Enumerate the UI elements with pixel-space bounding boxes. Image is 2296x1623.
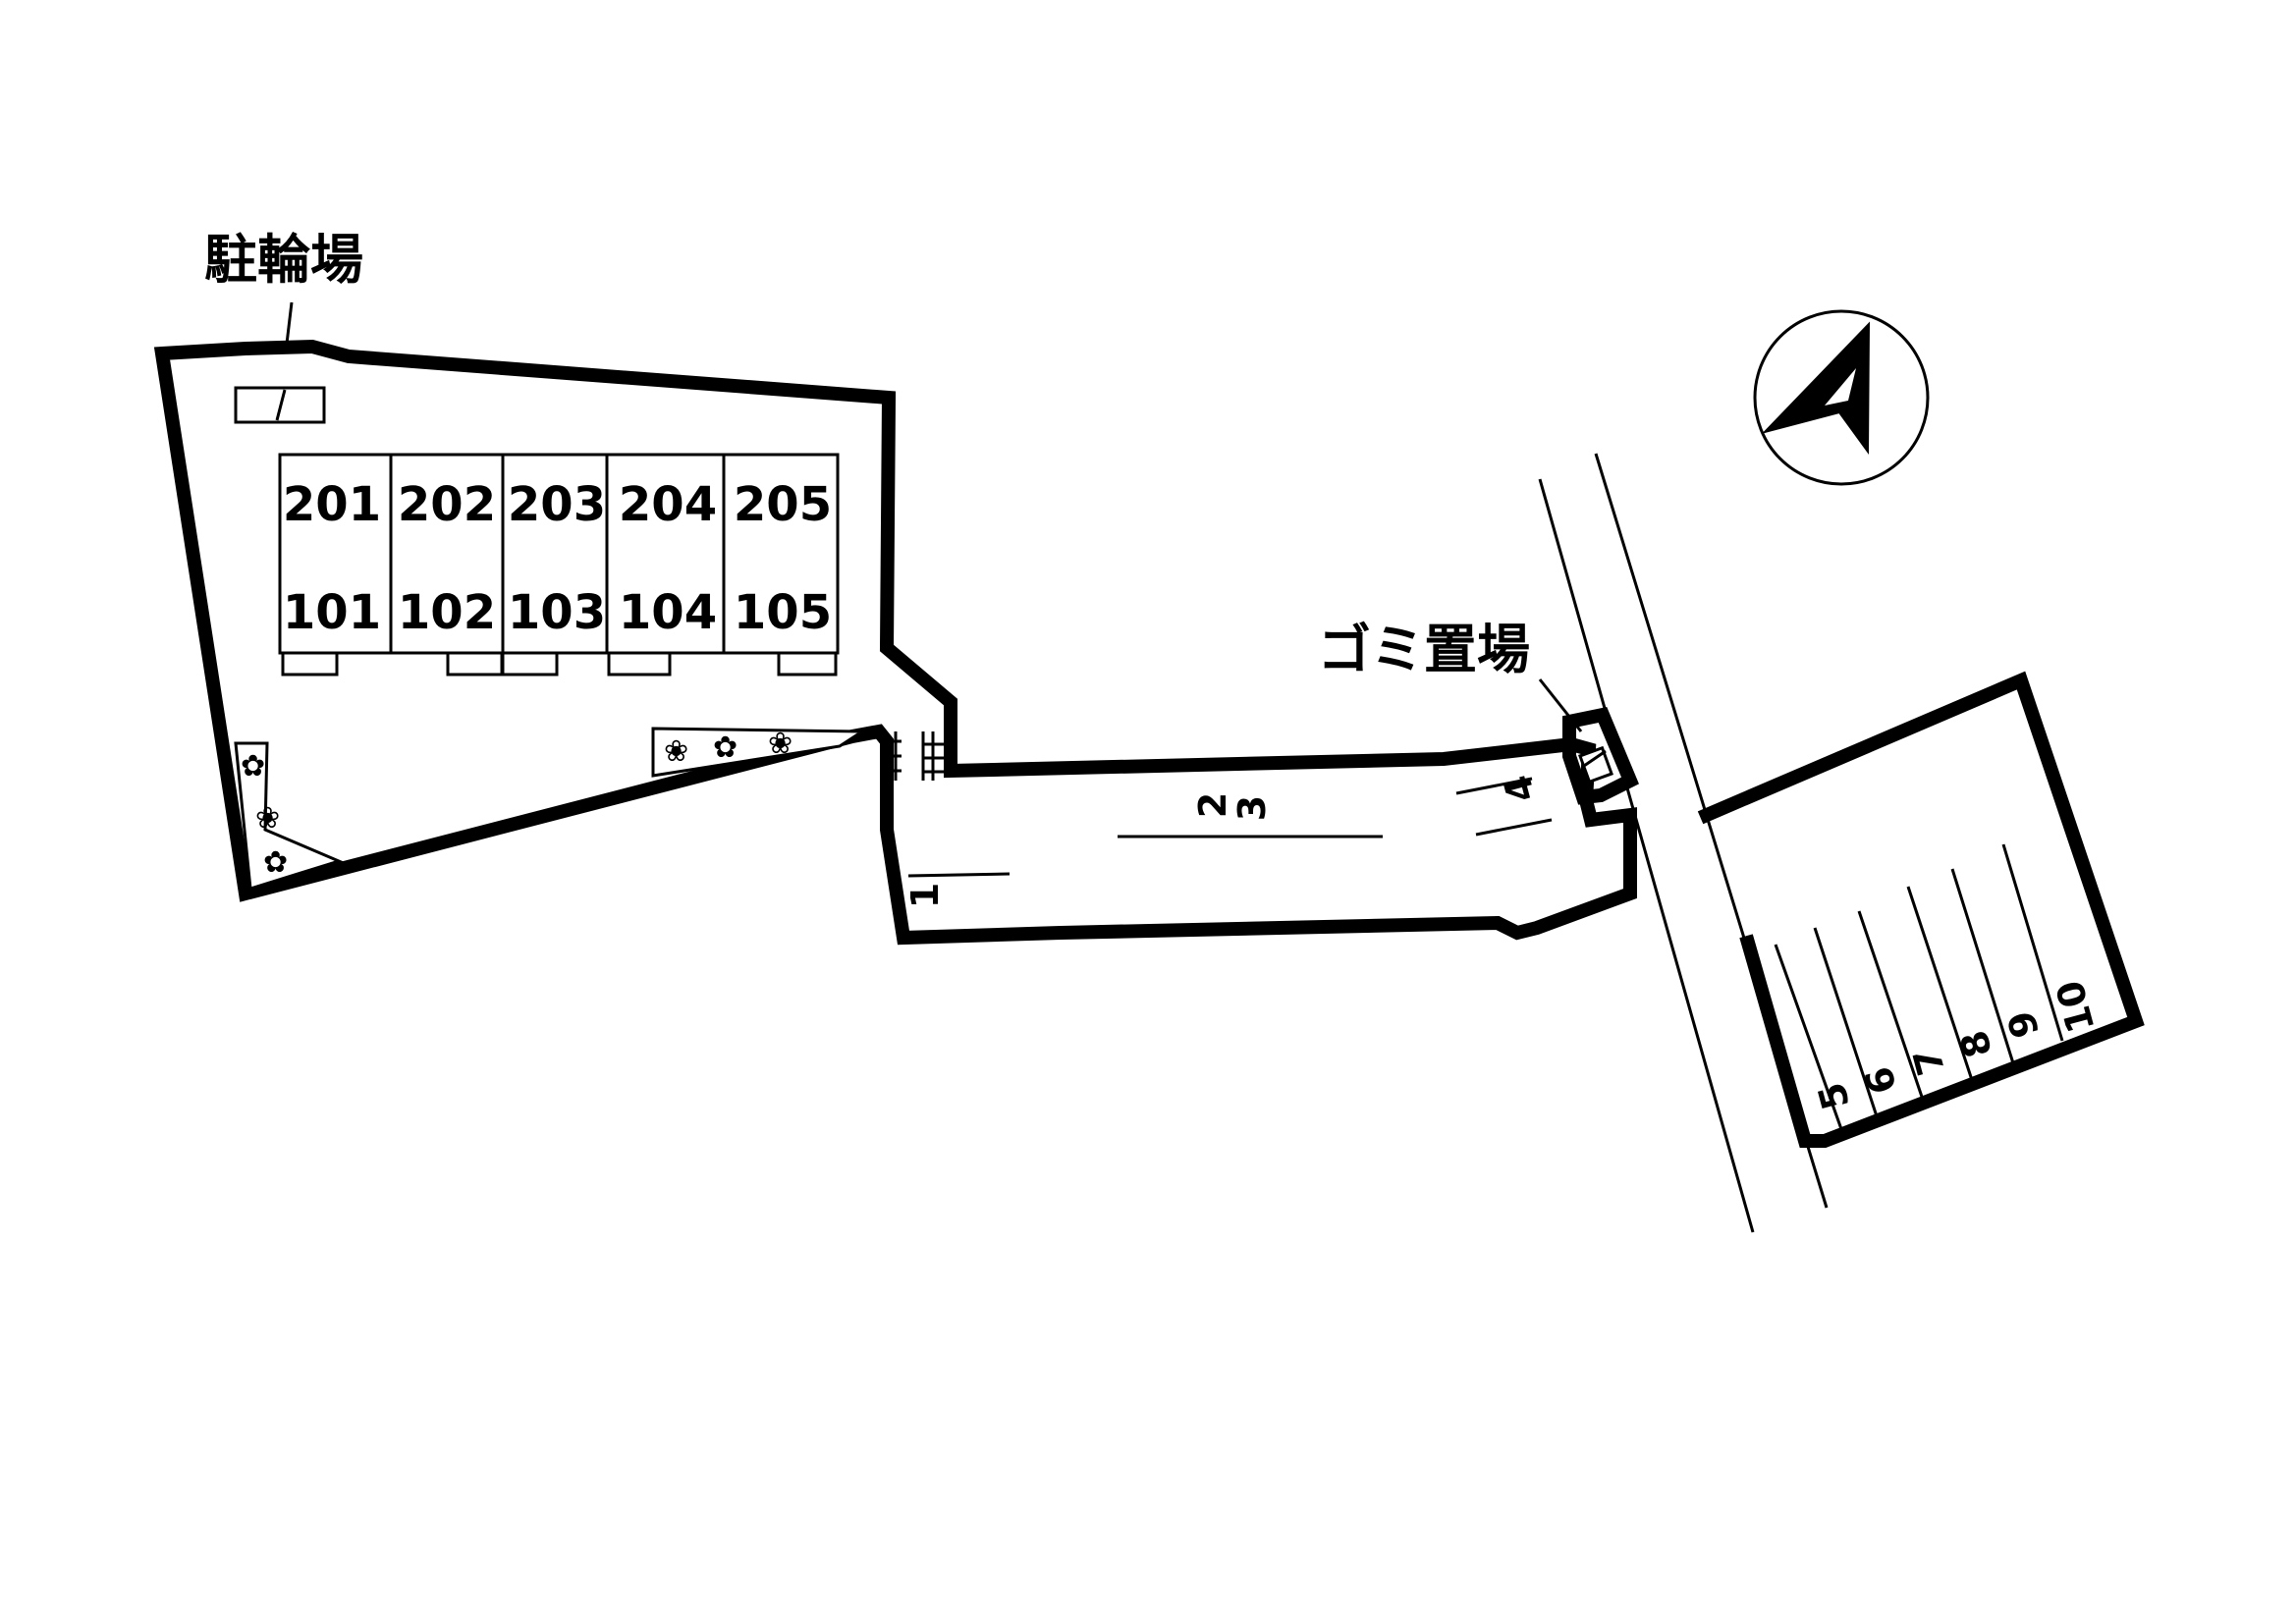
shrub-icon: ❀ [768,727,793,761]
shrub-icon: ✿ [263,845,288,880]
parking-divider [1950,868,2015,1064]
apartment-building [278,453,840,676]
unit-step [777,651,838,676]
unit-105: 105 [734,585,832,640]
parking-space-7: 7 [1905,1044,1953,1080]
parking-space-6: 6 [1857,1062,1905,1099]
building-outline [278,453,840,655]
entrance-steps [880,731,948,781]
lane-divider-1 [907,872,1011,878]
parking-lot-boundary [1697,671,2145,1148]
unit-204: 204 [619,477,717,532]
parking-space-1: 1 [903,883,947,908]
parking-space-2: 2 [1191,792,1234,818]
unit-201: 201 [283,477,381,532]
shrub-icon: ✿ [241,749,265,784]
shrub-icon: ✿ [713,730,738,765]
unit-101: 101 [283,585,381,640]
parking-divider [1774,944,1843,1130]
planting-strip [651,727,867,778]
parking-divider [1857,910,1925,1101]
unit-103: 103 [508,585,606,640]
parking-space-3: 3 [1230,795,1274,821]
compass-needle [1761,321,1871,456]
parking-space-4: 4 [1496,771,1544,807]
shrub-icon: ❀ [664,734,688,769]
unit-step [607,651,672,676]
parking-lot-dividers [1774,843,2064,1130]
road-edge-left [1538,478,1755,1233]
parking-divider [2001,843,2064,1042]
bicycle-parking-label: 駐輪場 [204,229,363,291]
parking-space-10: 10 [2048,976,2103,1037]
parking-space-5: 5 [1810,1078,1858,1114]
garbage-area-label: ゴミ置場 [1318,619,1530,680]
shrub-icon: ❀ [255,801,280,836]
compass-needle-inner [1825,368,1856,406]
unit-step [281,651,339,676]
unit-202: 202 [398,477,496,532]
unit-102: 102 [398,585,496,640]
parking-space-9: 9 [1999,1006,2048,1043]
lane-divider-4a [1455,777,1533,795]
garbage-bin-icon-slash [1583,749,1607,768]
unit-step [446,651,504,676]
parking-divider [1906,886,1974,1081]
north-arrow-icon [1753,309,1930,486]
unit-step [501,651,559,676]
bicycle-parking-leader [285,301,294,345]
unit-203: 203 [508,477,606,532]
corner-planting [234,741,344,891]
parking-space-8: 8 [1952,1026,2000,1062]
lane-divider-4b [1475,818,1553,837]
garbage-bin-icon [1578,745,1613,784]
unit-104: 104 [619,585,717,640]
bicycle-parking-box-mark [275,389,287,421]
unit-205: 205 [734,477,832,532]
garbage-area-box [1562,706,1639,805]
garbage-area-leader [1538,678,1583,732]
parking-divider [1813,927,1880,1120]
